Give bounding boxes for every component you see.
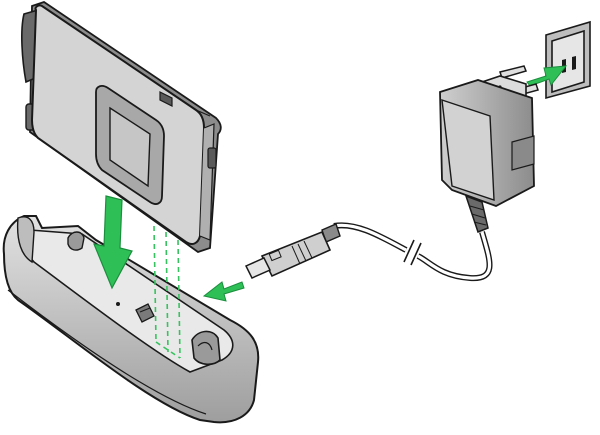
arrow-to-stand-icon	[202, 281, 245, 302]
adapter-cable	[333, 222, 493, 282]
flip-phone-icon	[21, 1, 222, 253]
ac-adapter-icon	[439, 65, 539, 233]
desktop-holder-icon	[2, 215, 260, 424]
outlet-slot-right	[572, 56, 576, 70]
adapter-cable-boot	[464, 194, 489, 233]
wall-outlet-icon	[545, 20, 591, 100]
alignment-guide-lines	[153, 225, 181, 359]
stand-clip	[191, 330, 221, 366]
insert-phone-arrow-icon	[93, 195, 133, 290]
adapter-front-face	[441, 98, 495, 201]
micro-usb-plug-icon	[244, 223, 341, 279]
plug-tip	[244, 257, 272, 279]
adapter-prong-top	[499, 65, 528, 79]
outlet-face	[551, 29, 585, 94]
